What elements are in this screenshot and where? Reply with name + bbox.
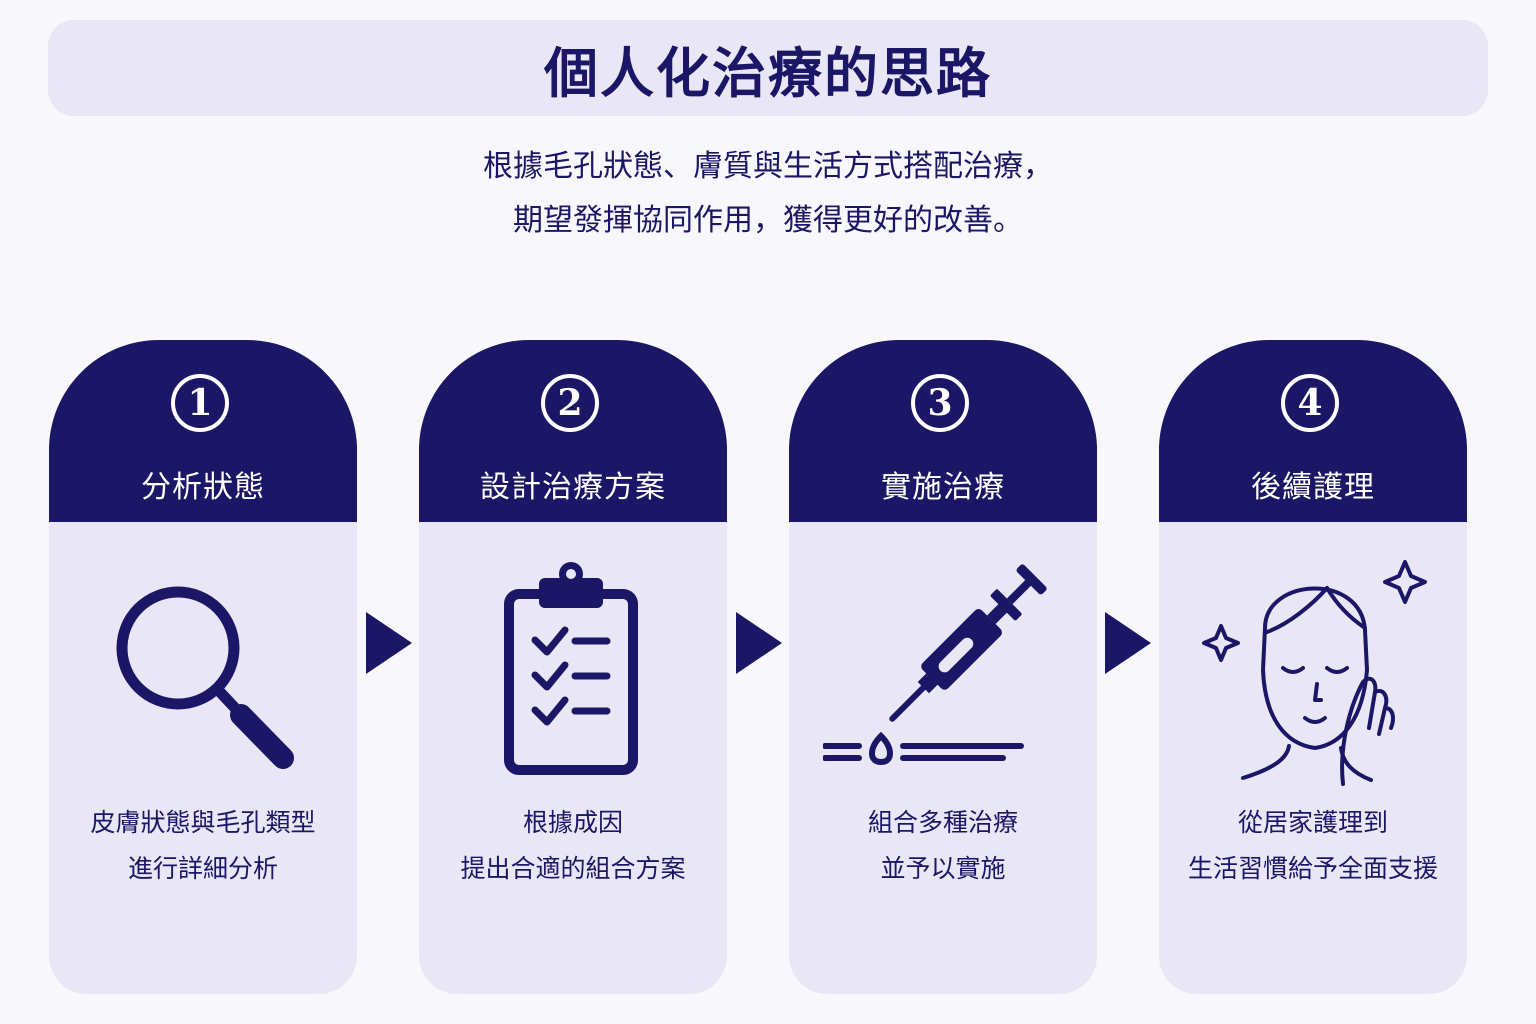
subtitle-line-2: 期望發揮協同作用，獲得更好的改善。 <box>513 203 1023 238</box>
arrow-right-icon <box>1105 612 1151 674</box>
step-desc-line-1: 從居家護理到 <box>1237 808 1388 837</box>
step-desc-line-1: 組合多種治療 <box>867 808 1018 837</box>
step-desc-line-2: 提出合適的組合方案 <box>460 854 686 883</box>
step-header-dome: 2 <box>419 340 727 450</box>
step-desc-line-2: 進行詳細分析 <box>127 854 278 883</box>
step-title: 實施治療 <box>789 446 1097 522</box>
step-header-dome: 4 <box>1159 340 1467 450</box>
step-header-dome: 3 <box>789 340 1097 450</box>
step-header-dome: 1 <box>49 340 357 450</box>
step-description: 組合多種治療 並予以實施 <box>789 800 1097 892</box>
arrow-right-icon <box>366 612 412 674</box>
step-body: 根據成因 提出合適的組合方案 <box>419 522 727 994</box>
step-number-badge: 4 <box>1281 374 1339 432</box>
step-card-4: 4 後續護理 從居家護理到 生活習慣給予全面支援 <box>1159 340 1467 994</box>
step-card-3: 3 實施治療 組合多種治療 並予以實施 <box>789 340 1097 994</box>
step-desc-line-2: 並予以實施 <box>880 854 1006 883</box>
magnifier-icon <box>116 586 294 769</box>
step-number-badge: 2 <box>541 374 599 432</box>
step-description: 皮膚狀態與毛孔類型 進行詳細分析 <box>49 800 357 892</box>
step-title: 分析狀態 <box>49 446 357 522</box>
arrow-right-icon <box>736 612 782 674</box>
step-body: 皮膚狀態與毛孔類型 進行詳細分析 <box>49 522 357 994</box>
step-title: 設計治療方案 <box>419 446 727 522</box>
syringe-icon <box>823 564 1047 766</box>
step-card-1: 1 分析狀態 皮膚狀態與毛孔類型 進行詳細分析 <box>49 340 357 994</box>
clipboard-checklist-icon <box>504 562 638 775</box>
subtitle-line-1: 根據毛孔狀態、膚質與生活方式搭配治療， <box>483 149 1053 184</box>
step-number-badge: 3 <box>911 374 969 432</box>
step-description: 從居家護理到 生活習慣給予全面支援 <box>1159 800 1467 892</box>
step-number-badge: 1 <box>171 374 229 432</box>
page-title: 個人化治療的思路 <box>544 41 992 105</box>
step-card-2: 2 設計治療方案 根據成因 提出合適的組合方案 <box>419 340 727 994</box>
step-desc-line-2: 生活習慣給予全面支援 <box>1187 854 1438 883</box>
step-body: 從居家護理到 生活習慣給予全面支援 <box>1159 522 1467 994</box>
title-banner: 個人化治療的思路 <box>48 20 1488 116</box>
step-desc-line-1: 根據成因 <box>522 808 623 837</box>
step-body: 組合多種治療 並予以實施 <box>789 522 1097 994</box>
subtitle: 根據毛孔狀態、膚質與生活方式搭配治療， 期望發揮協同作用，獲得更好的改善。 <box>0 140 1536 248</box>
face-care-icon <box>1202 560 1427 786</box>
step-desc-line-1: 皮膚狀態與毛孔類型 <box>90 808 316 837</box>
step-description: 根據成因 提出合適的組合方案 <box>419 800 727 892</box>
step-title: 後續護理 <box>1159 446 1467 522</box>
